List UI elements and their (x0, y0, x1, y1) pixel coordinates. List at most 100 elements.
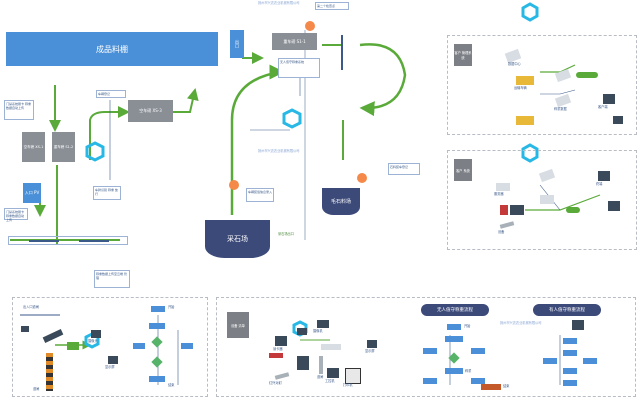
barrier-pole (319, 356, 323, 374)
panel2-label: 终端 (596, 182, 603, 186)
flow-step (471, 378, 485, 384)
bl-label: 结束 (168, 383, 175, 387)
server-icon (297, 356, 309, 370)
br-tag: 设备 清单 (227, 312, 249, 338)
server-icon (510, 205, 524, 215)
flow-step (543, 358, 557, 364)
note-center-small: 车辆登记 (96, 90, 126, 98)
watermark-text: 扬州市兴农农业机械有限公司 (258, 149, 300, 153)
panel1-label: 称重数据 (554, 107, 567, 111)
orange-circle-icon (229, 180, 239, 190)
panel1-label: 客户端 (598, 105, 608, 109)
flow-step (563, 350, 577, 356)
note-left-top: 门禁系统刷卡 称重数据自动上传 (4, 100, 34, 120)
manned-title: 有人值守称重流程 (533, 304, 601, 316)
br-label: 红外对射 (269, 381, 282, 385)
flow-pill (576, 72, 598, 78)
br-label: 读卡器 (273, 347, 283, 351)
flow-step (445, 336, 463, 342)
flow-step (445, 368, 463, 374)
br-label: 开始 (464, 324, 471, 328)
br-label: 摄像机 (313, 329, 323, 333)
bl-title: 出入口道闸 (23, 305, 39, 309)
bl-label: 摄像头 (88, 339, 98, 343)
flow-step (471, 348, 485, 354)
sensor-icon (274, 372, 290, 380)
barrier-pole (46, 353, 53, 391)
camera-icon (21, 326, 29, 332)
panel1-label: 运输车辆 (514, 86, 527, 90)
flow-step (423, 348, 437, 354)
computer-icon (327, 368, 339, 378)
camera-icon (554, 93, 572, 108)
panel2-label: 服务器 (494, 192, 504, 196)
raw-pile-box: 毛石料场 (322, 188, 360, 215)
panel2-label: 设备 (498, 230, 505, 234)
watermark-text: 扬州市兴农农业机械有限公司 (500, 321, 542, 325)
note-below-scales: 车牌识别 称重 放行 (93, 186, 121, 200)
flow-step (149, 323, 165, 329)
flow-step (151, 306, 165, 312)
flow-step (149, 376, 165, 382)
flow-decision (151, 336, 163, 348)
br-label: 称重 (465, 369, 472, 373)
device-icon (269, 353, 283, 358)
flow-decision (151, 356, 163, 368)
bl-label: 开始 (168, 305, 175, 309)
unmanned-title: 无人值守称重流程 (421, 304, 489, 316)
computer-icon (108, 356, 118, 364)
computer-icon (367, 340, 377, 348)
flow-step (133, 343, 145, 349)
br-label: 显示屏 (365, 349, 375, 353)
br-label: 工控机 (325, 379, 335, 383)
camera-icon (554, 68, 572, 83)
flow-pill (566, 207, 580, 213)
watermark-text: 扬州市兴农农业机械有限公司 (258, 1, 300, 5)
note-mid-center: 无人值守称重系统 (278, 58, 320, 78)
scale-s2-box: 重车磅 S1-2 (52, 132, 75, 162)
flow-end (481, 384, 501, 390)
computer-icon (613, 116, 623, 124)
note-top-right: 第二个检查点 (315, 2, 349, 10)
flow-step (563, 338, 577, 344)
flow-step (423, 378, 437, 384)
server-icon (496, 183, 510, 191)
orange-circle-icon (305, 21, 315, 31)
bl-label: 道闸 (33, 387, 40, 391)
orange-circle-icon (357, 173, 367, 183)
exit-box: 出口 (230, 30, 244, 58)
camera-icon (317, 320, 329, 328)
note-quarry-side: 采石场出口 (278, 232, 294, 236)
bottom-left-panel: 出入口道闸 道闸 摄像头 显示屏 开始 结束 (12, 297, 208, 397)
br-label: 道闸 (317, 375, 324, 379)
printer-icon (345, 368, 361, 384)
panel1-tag: 客户 管理系统 (454, 44, 472, 66)
server-icon (504, 48, 522, 64)
note-quarry: 车辆装载信息录入 (246, 188, 274, 202)
flow-step (181, 343, 193, 349)
entrance-box: 入口 PV (23, 183, 41, 203)
computer-icon (275, 336, 287, 346)
barrier-icon (42, 329, 64, 343)
panel1-label: 数据中心 (508, 62, 521, 66)
camera-icon (538, 168, 556, 183)
camera-icon (297, 328, 307, 335)
note-raw: 石料装车登记 (388, 163, 420, 175)
printer-icon (321, 344, 341, 350)
scale-xs1-box: 空车磅 XS-1 (22, 132, 45, 162)
computer-icon (598, 171, 610, 181)
flow-step (563, 380, 577, 386)
device-icon (500, 205, 508, 215)
scale-s1-box: 重车磅 S1-1 (272, 33, 317, 50)
truck-icon (516, 116, 534, 125)
flow-step (447, 324, 461, 330)
flow-decision (448, 352, 460, 364)
truck-icon (516, 76, 534, 85)
bl-label: 显示屏 (105, 365, 115, 369)
bottom-right-panel: 设备 清单 无人值守称重流程 有人值守称重流程 读卡器 摄像机 显示屏 工控机 … (216, 297, 636, 397)
note-bottom-center: 称重数据上传至云端 管理 (94, 270, 130, 288)
right-panel-1: 客户 管理系统 数据中心 客户端 运输车辆 称重数据 (447, 35, 637, 135)
computer-icon (608, 201, 620, 211)
lane-bar (8, 236, 128, 245)
flow-step (563, 368, 577, 374)
